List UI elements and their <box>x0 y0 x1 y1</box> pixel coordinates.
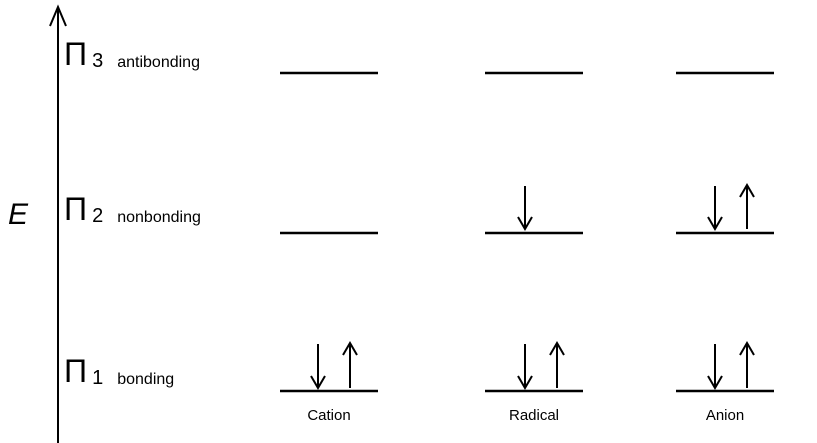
anion-bonding-up-arrow-icon <box>739 341 755 388</box>
energy-axis-label: E <box>8 198 29 231</box>
anion-nonbonding-up-arrow-icon <box>739 183 755 229</box>
species-label-radical: Radical <box>508 407 560 424</box>
orbital-symbol: Π <box>64 191 88 227</box>
orbital-name: antibonding <box>117 54 200 71</box>
orbital-symbol: Π <box>64 36 88 72</box>
energy-axis-arrowhead-icon <box>49 4 67 27</box>
orbital-label-antibonding: Π 3 antibonding <box>64 36 200 72</box>
orbital-name: bonding <box>117 371 175 388</box>
orbital-label-bonding: Π 1 bonding <box>64 353 175 389</box>
cation-bonding-down-arrow-icon <box>310 344 326 390</box>
orbital-name: nonbonding <box>117 209 201 226</box>
anion-bonding-down-arrow-icon <box>707 344 723 390</box>
anion-nonbonding-down-arrow-icon <box>707 186 723 231</box>
radical-bonding-up-arrow-icon <box>549 341 565 388</box>
orbital-label-nonbonding: Π 2 nonbonding <box>64 191 201 227</box>
species-label-cation: Cation <box>307 407 351 424</box>
radical-nonbonding-down-arrow-icon <box>517 186 533 231</box>
cation-bonding-up-arrow-icon <box>342 341 358 388</box>
orbital-subscript: 3 <box>92 50 104 72</box>
orbital-subscript: 2 <box>92 205 104 227</box>
orbital-subscript: 1 <box>92 367 104 389</box>
radical-bonding-down-arrow-icon <box>517 344 533 390</box>
orbital-symbol: Π <box>64 353 88 389</box>
species-label-anion: Anion <box>705 407 745 424</box>
